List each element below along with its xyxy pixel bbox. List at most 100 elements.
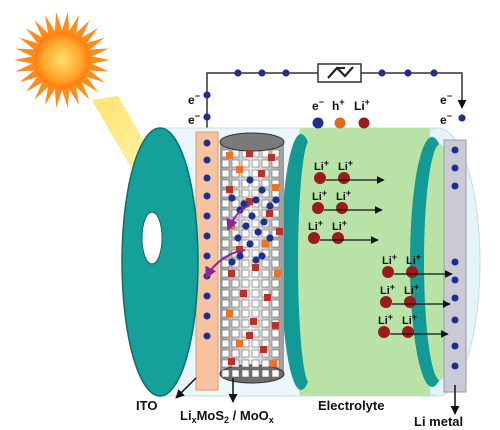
mesh-cell	[251, 279, 260, 288]
mos2-particle	[260, 346, 267, 353]
mos2-particle	[240, 290, 247, 297]
mesh-cell	[271, 369, 280, 378]
mos2-particle	[236, 246, 243, 253]
ito-electron	[203, 156, 211, 164]
mesh-cell	[231, 189, 240, 198]
svg-text:e−: e−	[440, 91, 452, 107]
mesh-cell	[251, 369, 260, 378]
mos2-particle	[226, 152, 233, 159]
li-ion	[308, 232, 320, 244]
electron-path-arrow-2	[205, 249, 246, 280]
legend-li-label: Li	[354, 99, 365, 113]
mesh-cell	[261, 319, 270, 328]
photocathode-label: LixMoS2 / MoOx	[180, 408, 274, 425]
mesh-cell	[221, 299, 230, 308]
e-label-right-1: e	[440, 93, 447, 107]
li-ion	[314, 172, 326, 184]
li-ion	[336, 202, 348, 214]
photo-electron	[246, 176, 254, 184]
mesh-cell	[261, 369, 270, 378]
mesh-cell	[241, 259, 250, 268]
ito-electron	[203, 212, 211, 220]
photo-electron	[240, 200, 248, 208]
mesh-cell	[241, 279, 250, 288]
wire-electrons	[203, 69, 466, 122]
li-metal-electrons	[451, 146, 459, 370]
component-labels: ITO LixMoS2 / MoOx Electrolyte Li metal	[136, 377, 463, 429]
mos2-particle	[246, 198, 253, 205]
mesh-cell	[221, 239, 230, 248]
li-metal-electron	[451, 276, 459, 284]
mesh-cell	[271, 339, 280, 348]
photo-electron	[252, 196, 260, 204]
svg-text:h+: h+	[332, 97, 345, 113]
mesh-cell	[251, 309, 260, 318]
mesh-cell	[261, 359, 270, 368]
mesh-cell	[251, 329, 260, 338]
mos2-particle	[226, 186, 233, 193]
mesh-cell	[251, 169, 260, 178]
e-label-left-1: e	[188, 93, 195, 107]
photo-electron	[258, 186, 266, 194]
mos2-particle	[258, 170, 265, 177]
mesh-cell	[221, 339, 230, 348]
mesh-cell	[251, 289, 260, 298]
mesh-cell	[271, 209, 280, 218]
mesh-cell	[221, 229, 230, 238]
mesh-cell	[271, 329, 280, 338]
mesh-cell	[221, 209, 230, 218]
mesh-cell	[231, 149, 240, 158]
mos2-particle	[264, 294, 271, 301]
photo-electron	[242, 222, 250, 230]
mos2-particle	[270, 360, 277, 367]
wire-electron	[378, 69, 386, 77]
li-metal-label: Li metal	[414, 414, 463, 429]
mesh-cell	[271, 239, 280, 248]
mos2-particle	[272, 184, 279, 191]
electron-wire-labels: e− e− e− e−	[188, 91, 452, 127]
mesh-cell	[261, 339, 270, 348]
mesh-cell	[231, 159, 240, 168]
mesh-cell	[251, 219, 260, 228]
li-ion	[378, 326, 390, 338]
external-circuit	[203, 63, 467, 135]
li-ion-flow: Li+Li+Li+Li+Li+Li+Li+Li+Li+Li+Li+Li+	[308, 158, 453, 338]
mesh-cell	[221, 269, 230, 278]
li-metal-electron	[451, 362, 459, 370]
mesh-cell	[251, 189, 260, 198]
mos2-particle	[262, 240, 269, 247]
mesh-cell	[271, 289, 280, 298]
li-ion	[332, 232, 344, 244]
mos2-particle	[266, 210, 273, 217]
legend-electron-label: e	[312, 99, 319, 113]
mesh-cell	[231, 289, 240, 298]
mesh-cell	[221, 369, 230, 378]
mesh-cell	[241, 229, 250, 238]
mesh-cell	[271, 259, 280, 268]
svg-text:e−: e−	[188, 111, 200, 127]
li-ion	[406, 266, 418, 278]
wire-electron	[282, 69, 290, 77]
mos2-particle	[228, 270, 235, 277]
mesh-cell	[241, 169, 250, 178]
wire-electron	[234, 69, 242, 77]
mesh-cell	[261, 309, 270, 318]
mesh-cell	[271, 349, 280, 358]
li-ion	[402, 326, 414, 338]
mos2-particle	[246, 150, 253, 157]
li-ion	[380, 296, 392, 308]
mesh-cell	[221, 329, 230, 338]
electrolyte-region	[292, 128, 430, 396]
mos2-particle	[252, 264, 259, 271]
mesh-cell	[221, 169, 230, 178]
mesh-cell	[241, 319, 250, 328]
wire-electron	[203, 91, 211, 99]
mesh-cell	[261, 279, 270, 288]
mos2-particle	[226, 310, 233, 317]
mesh-cell	[241, 269, 250, 278]
mesh-cell	[271, 309, 280, 318]
photo-electron	[254, 228, 262, 236]
photo-electron	[248, 212, 256, 220]
mesh-cell	[261, 159, 270, 168]
